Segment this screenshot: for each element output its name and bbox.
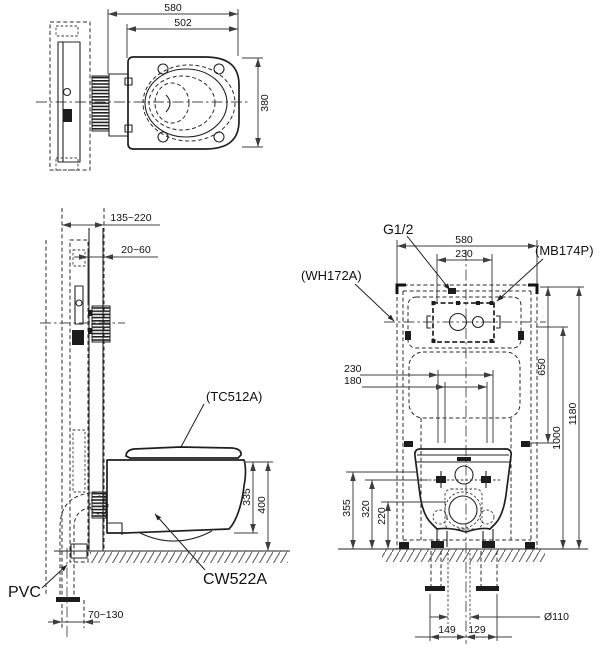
wall-anchor-threads [91, 75, 110, 132]
drain-elbow [59, 491, 105, 550]
front-label-water-supply: G1/2 [383, 221, 414, 237]
front-dim-rim-h: 355 [341, 499, 353, 517]
drain-outlet [448, 495, 478, 525]
front-dim-left-offset: 149 [438, 624, 456, 636]
in-wall-tank [69, 239, 89, 563]
front-dim-plate-height: 650 [536, 358, 548, 376]
floor-hatch [90, 551, 288, 563]
floor-hatch-front [382, 549, 545, 562]
side-dim-bowl-height: 335 [241, 488, 253, 506]
side-dim-outlet: 70~130 [88, 609, 123, 621]
front-dim-studs-outer: 230 [344, 363, 362, 375]
plan-view: 580 502 380 [107, 2, 271, 150]
front-dim-drain-dia: Ø110 [544, 611, 569, 623]
pipe-foot [56, 597, 80, 602]
side-dim-wall-depth: 135~220 [110, 212, 151, 224]
front-dim-frame-height: 1180 [567, 403, 579, 426]
water-supply-connection [448, 288, 456, 294]
front-dim-outlet-h: 220 [376, 507, 388, 525]
side-dim-finish: 20~60 [121, 244, 151, 256]
plan-dim-overall: 580 [164, 2, 182, 14]
fill-valve [471, 315, 485, 329]
front-dim-studs-inner: 180 [344, 375, 362, 387]
fixing-bolt [91, 491, 107, 519]
front-dim-frame-width: 580 [455, 234, 473, 246]
seat-lid-profile [125, 446, 242, 459]
front-dim-inlet-h: 320 [360, 500, 372, 518]
access-plate [432, 302, 495, 343]
side-label-bowl: CW522A [203, 571, 267, 588]
module-side-view [36, 21, 250, 171]
logo-mark [457, 457, 471, 461]
threaded-rods [91, 305, 111, 343]
plan-dim-seat: 502 [174, 17, 192, 29]
side-label-seat-unit: (TC512A) [206, 389, 262, 404]
front-dim-right-offset: 129 [468, 624, 486, 636]
cistern-outline [407, 296, 522, 349]
carrier-frame [396, 284, 538, 550]
front-dim-supply-height: 1000 [551, 426, 563, 450]
front-view: 580 230 230 180 650 1000 1180 [301, 221, 594, 644]
bowl-front-outline [413, 448, 513, 533]
side-label-pipe: PVC [8, 584, 41, 601]
bowl-rim-hidden [142, 64, 236, 142]
front-label-access-plate: (MB174P) [535, 243, 594, 258]
flush-valve [448, 312, 468, 332]
plan-dim-width: 380 [259, 94, 271, 112]
front-label-carrier-frame: (WH172A) [301, 268, 362, 283]
side-dim-rim-height: 400 [256, 496, 268, 514]
supply-pipe-foot [425, 586, 445, 591]
water-inlet [454, 465, 474, 485]
side-view: 135~220 20~60 335 400 70~130 (TC512A) CW… [8, 208, 290, 640]
seat-outline [127, 56, 240, 150]
bowl-side-profile [106, 459, 247, 534]
front-dim-plate-width: 230 [455, 248, 473, 260]
drain-pipe-foot [476, 586, 499, 591]
